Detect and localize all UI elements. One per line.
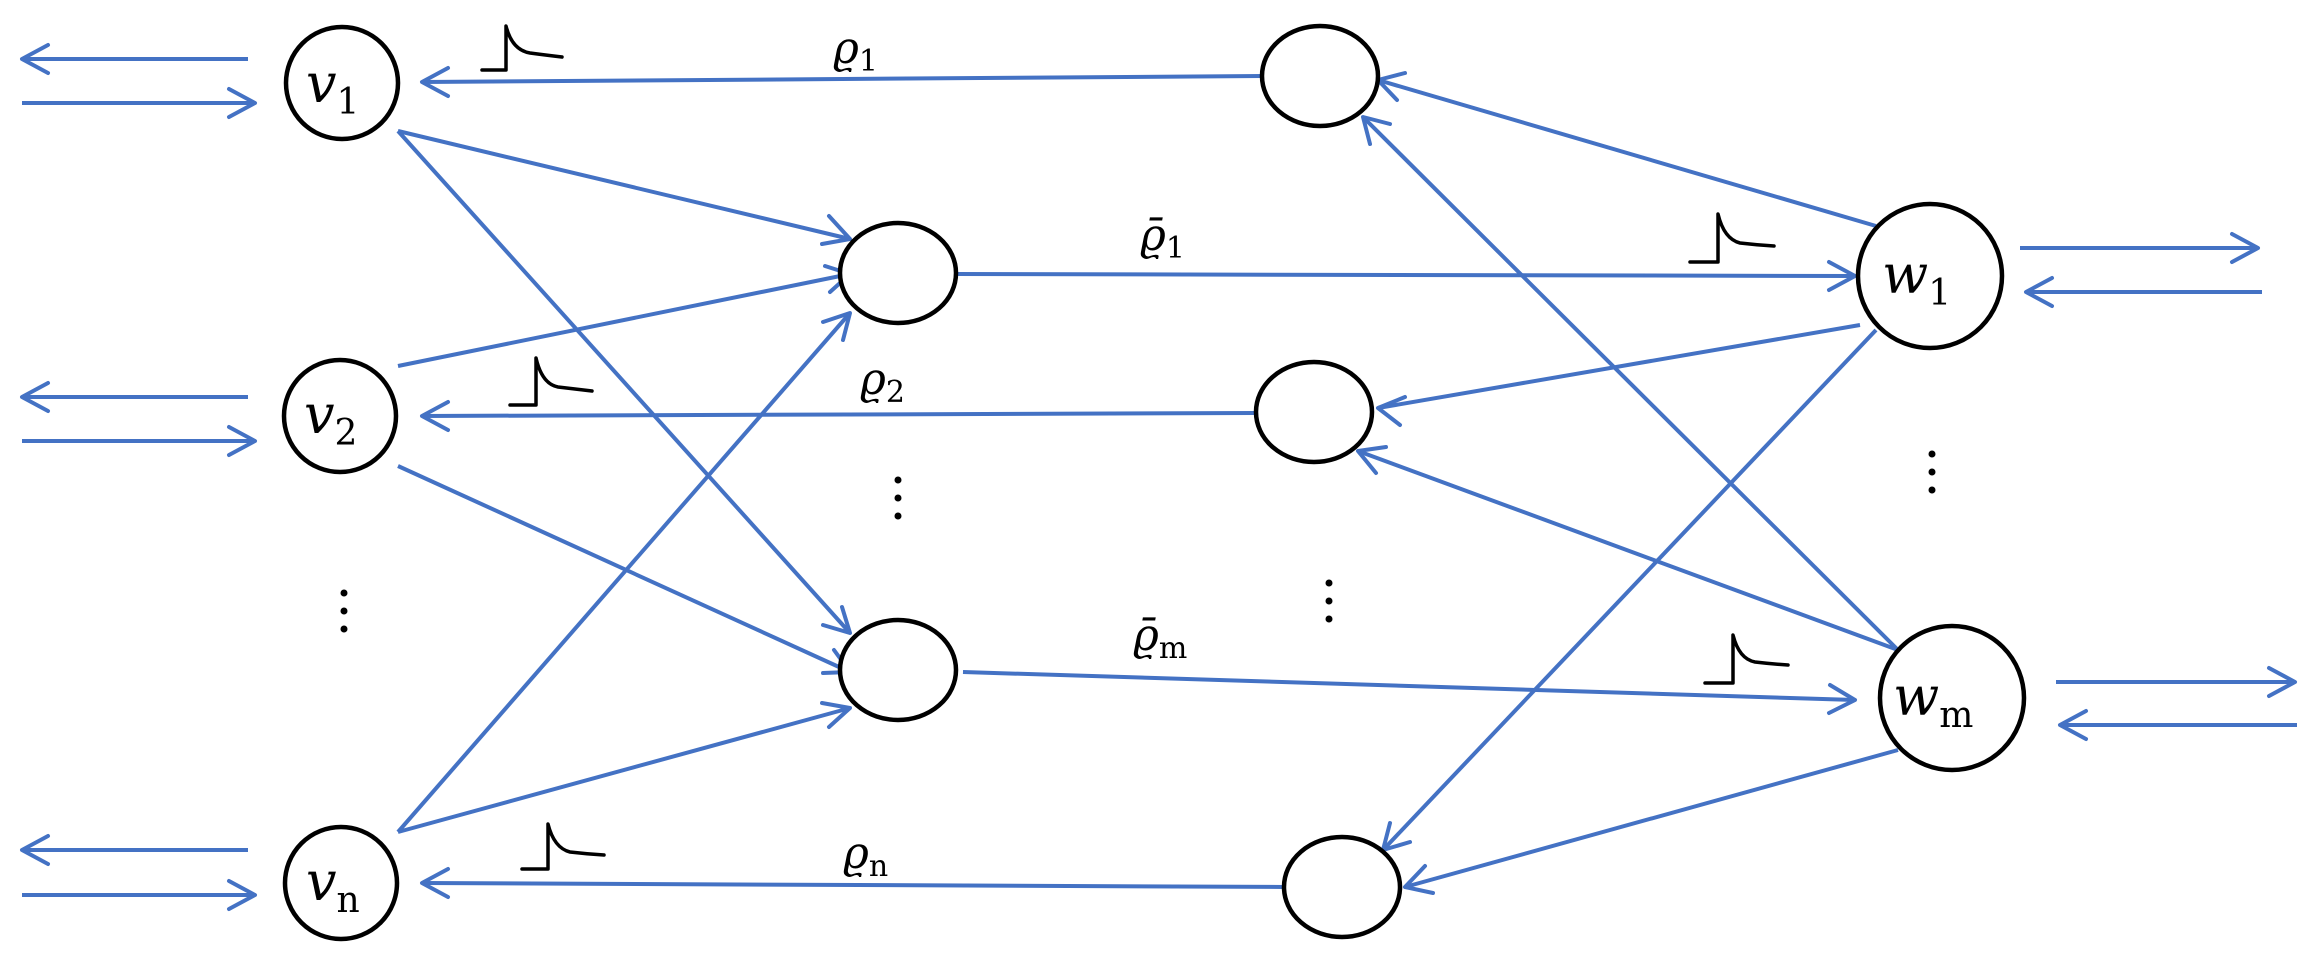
- spike-icon: [508, 356, 594, 407]
- edge-label-rho1: ϱ1: [833, 23, 878, 79]
- arrowhead: [821, 311, 852, 342]
- edge-am-to-wm: [962, 670, 1856, 702]
- arrowhead: [2230, 232, 2260, 264]
- arrowhead: [2267, 666, 2297, 698]
- edge-label-rhombar: ϱ̄m: [1133, 610, 1187, 666]
- vertical-ellipsis-icon: [1928, 450, 1936, 494]
- arrowhead: [2058, 709, 2088, 741]
- edge-wm-to-b1: [1361, 115, 1900, 652]
- edge-w1-to-bn: [1381, 328, 1878, 852]
- middle-node-am: [837, 617, 959, 723]
- node-label-v1: v1: [306, 52, 359, 123]
- left-node-vn: [282, 824, 400, 942]
- node-label-v2: v2: [304, 383, 357, 454]
- spike-icon: [480, 24, 564, 72]
- middle-node-a1: [837, 220, 959, 326]
- vertical-ellipsis-icon: [894, 476, 902, 520]
- arrowhead: [20, 381, 50, 413]
- edge-w1-to-b2: [1377, 323, 1861, 410]
- nodes: [281, 23, 2027, 942]
- arrowhead: [1376, 395, 1407, 427]
- arrowhead: [820, 214, 852, 246]
- edge-a1-to-w1: [956, 272, 1856, 278]
- arrowhead: [420, 66, 450, 98]
- spike-icon: [1688, 212, 1776, 264]
- arrowhead: [821, 605, 852, 635]
- arrowhead: [1356, 445, 1388, 475]
- right-node-wm: [1877, 623, 2027, 773]
- spike-icon: [1703, 633, 1790, 685]
- edge-vn-to-a1: [396, 311, 852, 834]
- arrowhead: [420, 400, 450, 432]
- edge-label-rho1bar: ϱ̄1: [1140, 210, 1185, 266]
- vertical-ellipsis-icon: [340, 589, 348, 633]
- edge-label-rhon: ϱn: [843, 828, 888, 884]
- right-node-w1: [1855, 201, 2005, 351]
- edge-labels: ϱ1 ϱ̄1 ϱ2 ϱ̄m ϱn: [833, 23, 1187, 884]
- spike-icon: [520, 822, 606, 871]
- edges: [20, 43, 2297, 911]
- arrowhead: [420, 867, 450, 899]
- edge-v1-to-a1: [397, 129, 851, 241]
- arrowhead: [1403, 864, 1435, 895]
- arrowhead: [227, 87, 257, 119]
- edge-vn-to-am: [397, 706, 851, 834]
- edge-w1-to-b1: [1377, 78, 1877, 228]
- edge-v2-to-am: [397, 464, 851, 674]
- node-label-w1: w1: [1882, 243, 1951, 314]
- arrowhead: [20, 834, 50, 866]
- edge-v2-to-a1: [397, 272, 851, 368]
- node-label-vn: vn: [306, 850, 360, 921]
- arrowhead: [227, 879, 257, 911]
- arrowhead: [1361, 115, 1392, 146]
- edge-b2-to-v2: [421, 411, 1256, 418]
- arrowhead: [1827, 260, 1857, 292]
- edge-bn-to-vn: [421, 881, 1286, 889]
- middle-node-b2: [1253, 359, 1375, 465]
- arrowhead: [227, 425, 257, 457]
- node-labels: v1 v2 vn w1 wm: [304, 52, 1973, 921]
- arrowhead: [2024, 276, 2054, 308]
- edge-v1-to-am: [396, 129, 852, 635]
- edge-wm-to-b2: [1357, 449, 1899, 652]
- edge-label-rho2: ϱ2: [860, 354, 905, 410]
- edge-wm-to-bn: [1404, 748, 1899, 889]
- edge-b1-to-v1: [421, 74, 1263, 84]
- middle-node-b1: [1259, 23, 1381, 129]
- arrowhead: [1827, 683, 1857, 715]
- left-node-v2: [281, 357, 399, 475]
- node-label-wm: wm: [1893, 665, 1973, 736]
- vertical-ellipsis-icon: [1325, 579, 1333, 623]
- spikes: [480, 24, 1790, 871]
- middle-node-bn: [1281, 834, 1403, 940]
- arrowhead: [820, 701, 852, 729]
- arrowhead: [20, 43, 50, 75]
- left-node-v1: [283, 24, 401, 142]
- ellipses: [340, 450, 1936, 633]
